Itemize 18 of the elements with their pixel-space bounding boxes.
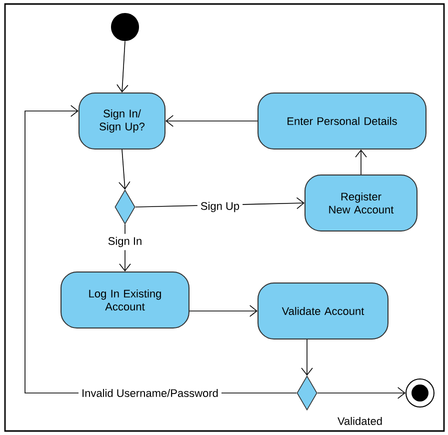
arrow: [166, 115, 258, 127]
edge-label: Sign In: [104, 234, 146, 250]
action-box: Enter Personal Details: [258, 92, 426, 150]
action-box: Register New Account: [304, 174, 418, 232]
start-dot: [111, 13, 139, 41]
action-box: Log In Existing Account: [60, 272, 190, 328]
arrow: [118, 149, 130, 190]
edge-label: Sign Up: [197, 198, 243, 216]
arrow: [189, 305, 258, 317]
edge-label: Validated: [338, 416, 382, 426]
end-bullseye: [406, 378, 434, 408]
arrow: [116, 40, 128, 92]
edge-label: Invalid Username/Password: [78, 386, 222, 400]
action-box: Sign In/ Sign Up?: [78, 92, 166, 150]
action-box: Validate Account: [258, 282, 388, 340]
arrow: [317, 387, 406, 399]
arrow: [355, 150, 367, 175]
arrow: [301, 339, 313, 376]
